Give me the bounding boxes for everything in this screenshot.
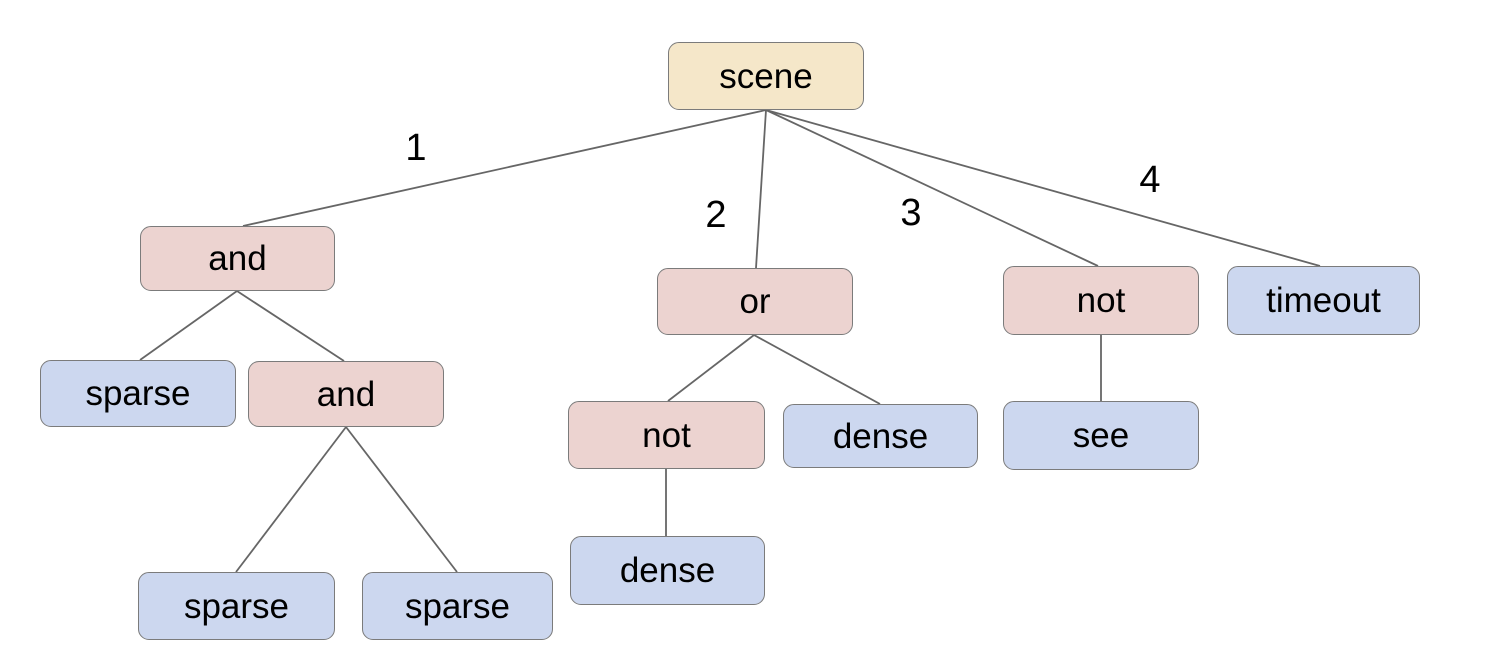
- edge-label-3: 3: [900, 192, 922, 234]
- node-dense-2-label: dense: [619, 551, 716, 590]
- node-scene[interactable]: scene: [668, 42, 864, 110]
- node-not-2[interactable]: not: [568, 401, 765, 469]
- edge-label-4: 4: [1139, 159, 1161, 201]
- edge-and-sparse: [139, 290, 238, 361]
- edge-or-not: [667, 334, 755, 402]
- edge-scene-not: [765, 109, 1099, 267]
- node-or-1-label: or: [739, 282, 771, 321]
- node-sparse-3-label: sparse: [404, 586, 511, 626]
- node-and-2-label: and: [316, 374, 376, 414]
- node-not-2-label: not: [642, 415, 691, 455]
- node-and-1-label: and: [208, 239, 267, 278]
- node-not-1[interactable]: not: [1003, 266, 1199, 335]
- edge-and2-sparse-right: [345, 426, 458, 573]
- node-sparse-3[interactable]: sparse: [362, 572, 553, 640]
- edge-scene-timeout: [765, 109, 1321, 267]
- node-see-1[interactable]: see: [1003, 401, 1199, 470]
- node-timeout-1-label: timeout: [1266, 281, 1381, 320]
- edge-or-dense: [753, 334, 881, 405]
- edge-scene-and: [242, 109, 767, 227]
- node-sparse-2[interactable]: sparse: [138, 572, 335, 640]
- edge-scene-or: [755, 109, 767, 269]
- edge-label-1: 1: [405, 127, 427, 169]
- node-sparse-2-label: sparse: [183, 586, 290, 626]
- edge-and2-sparse-left: [235, 426, 347, 573]
- node-dense-1[interactable]: dense: [783, 404, 978, 468]
- node-dense-1-label: dense: [832, 416, 929, 456]
- node-and-2[interactable]: and: [248, 361, 444, 427]
- edge-and-and: [236, 290, 345, 362]
- node-scene-label: scene: [719, 56, 813, 96]
- node-sparse-1[interactable]: sparse: [40, 360, 236, 427]
- node-not-1-label: not: [1076, 281, 1126, 320]
- node-see-1-label: see: [1072, 416, 1130, 455]
- node-dense-2[interactable]: dense: [570, 536, 765, 605]
- node-or-1[interactable]: or: [657, 268, 853, 335]
- node-and-1[interactable]: and: [140, 226, 335, 291]
- node-sparse-1-label: sparse: [85, 374, 191, 413]
- edge-label-2: 2: [705, 194, 727, 236]
- node-timeout-1[interactable]: timeout: [1227, 266, 1420, 335]
